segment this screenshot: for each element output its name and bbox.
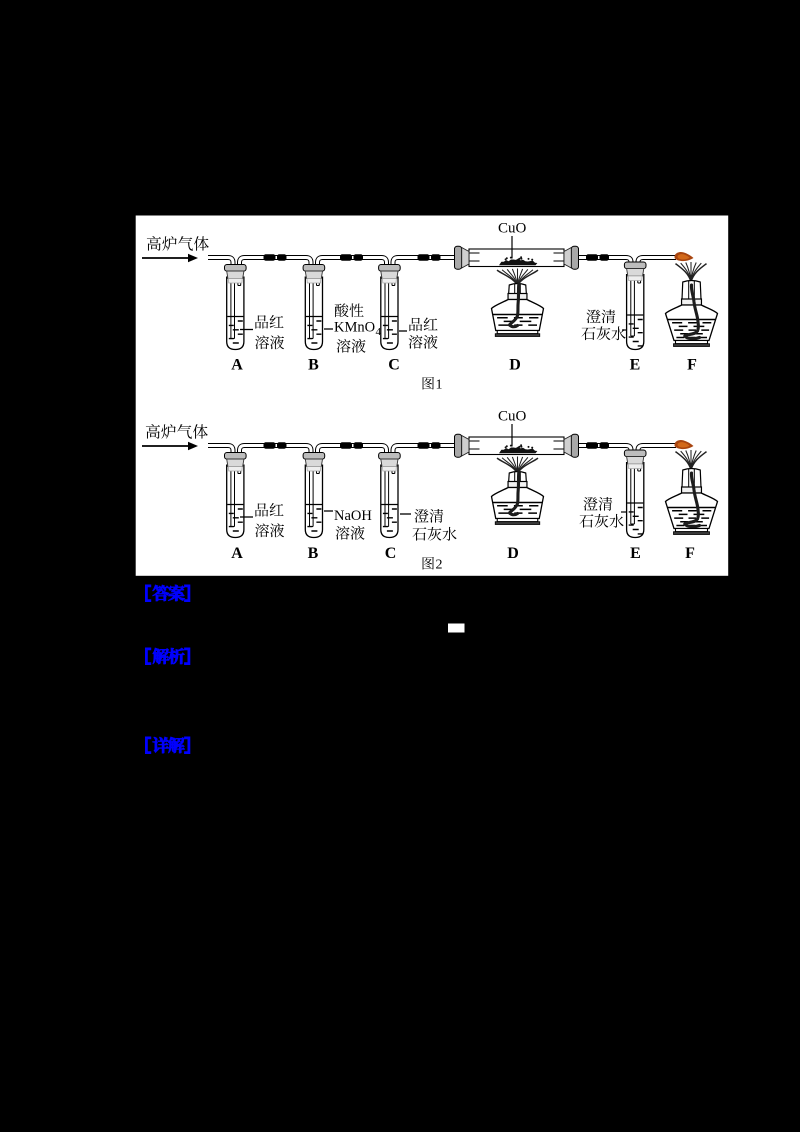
svg-text:D: D: [509, 357, 521, 374]
svg-text:B: B: [308, 357, 319, 374]
svg-text:C: C: [385, 545, 397, 562]
svg-text:NaOH: NaOH: [334, 508, 372, 524]
svg-text:1: 1: [436, 378, 443, 393]
svg-text:E: E: [630, 357, 641, 374]
svg-text:A: A: [231, 545, 243, 562]
svg-text:KMnO: KMnO: [334, 320, 375, 336]
svg-text:B: B: [308, 545, 319, 562]
svg-text:4: 4: [376, 326, 382, 338]
svg-text:D: D: [507, 545, 519, 562]
svg-text:A: A: [231, 357, 243, 374]
svg-text:F: F: [685, 545, 695, 562]
svg-text:2: 2: [436, 558, 443, 573]
svg-text:C: C: [388, 357, 400, 374]
svg-text:CuO: CuO: [498, 221, 527, 237]
svg-text:E: E: [630, 545, 641, 562]
svg-text:F: F: [687, 357, 697, 374]
svg-text:CuO: CuO: [498, 409, 527, 425]
